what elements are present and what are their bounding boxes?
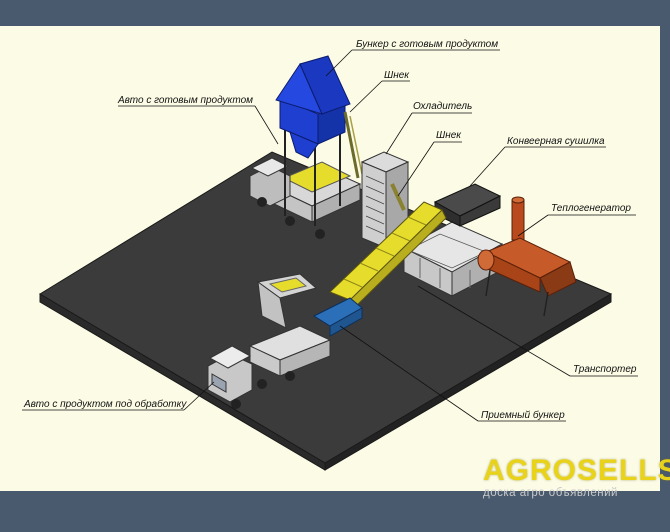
label-transporter: Транспортер	[573, 364, 637, 375]
finished-product-bin	[275, 55, 363, 226]
auger-2	[390, 183, 406, 211]
platform	[39, 151, 613, 471]
drawing-sheet: Бункер с готовым продуктом Шнек Авто с г…	[0, 26, 660, 491]
label-auger-2: Шнек	[436, 130, 462, 141]
watermark-logo: AGROSELLS	[483, 454, 670, 487]
heat-generator	[477, 196, 577, 317]
truck-raw-product	[207, 273, 332, 409]
label-truck-finished: Авто с готовым продуктом	[117, 95, 253, 106]
label-auger-1: Шнек	[384, 70, 410, 81]
label-conveyor-dryer: Конвеерная сушилка	[507, 136, 605, 147]
label-receiving-bin: Приемный бункер	[481, 409, 565, 421]
truck-finished-product	[249, 157, 362, 239]
receiving-bin	[312, 297, 363, 337]
leader-lines	[22, 49, 638, 422]
watermark-tagline: доска агро объявлений	[483, 487, 618, 499]
label-heat-generator: Теплогенератор	[551, 203, 631, 214]
label-finished-bin: Бункер с готовым продуктом	[356, 39, 498, 50]
plant-layout-drawing: Бункер с готовым продуктом Шнек Авто с г…	[22, 39, 638, 471]
label-truck-raw: Авто с продуктом под обработку	[23, 398, 187, 410]
label-cooler: Охладитель	[413, 101, 472, 112]
agrosells-watermark: AGROSELLS доска агро объявлений	[483, 454, 670, 515]
